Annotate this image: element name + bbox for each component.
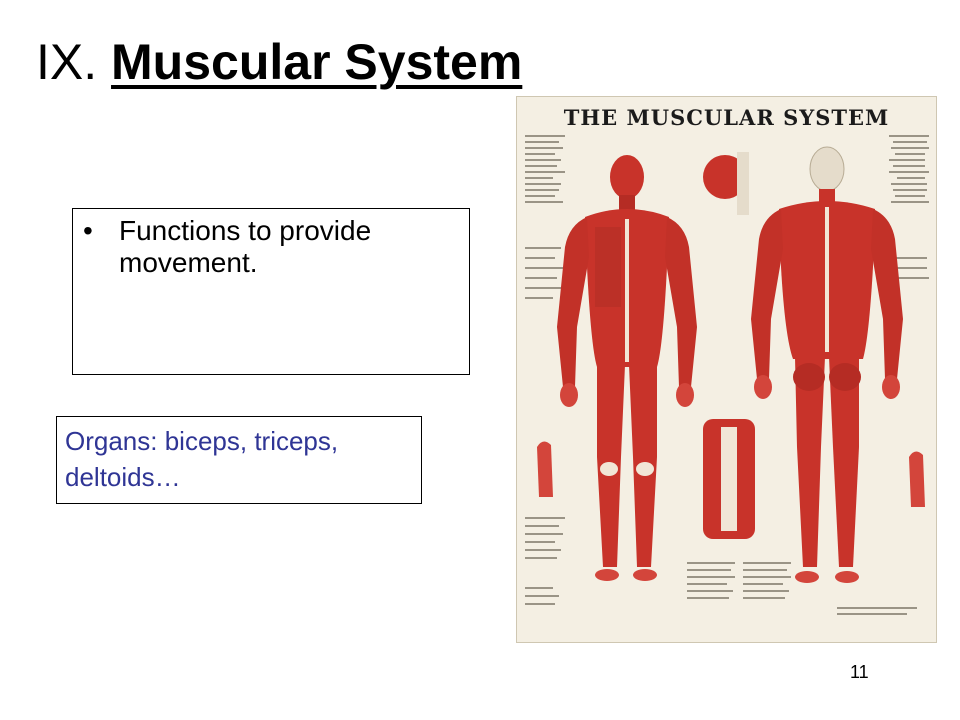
detail-insets bbox=[537, 152, 925, 539]
title-prefix: IX. bbox=[36, 34, 112, 90]
posterior-figure bbox=[751, 146, 903, 583]
poster-heading: THE MUSCULAR SYSTEM bbox=[563, 105, 890, 130]
slide-title: IX. Muscular System bbox=[36, 30, 522, 94]
anterior-figure bbox=[557, 155, 697, 581]
functions-box: • Functions to provide movement. bbox=[72, 208, 470, 375]
anatomy-illustration bbox=[525, 135, 929, 615]
bullet-dot: • bbox=[83, 215, 93, 246]
page-number: 11 bbox=[850, 662, 869, 682]
organs-box: Organs: biceps, triceps, deltoids… bbox=[56, 416, 422, 504]
muscular-system-poster: THE MUSCULAR SYSTEM bbox=[516, 96, 937, 643]
label-columns bbox=[525, 135, 929, 615]
organs-text: Organs: biceps, triceps, deltoids… bbox=[65, 426, 339, 492]
title-main: Muscular System bbox=[111, 34, 523, 90]
functions-text: Functions to provide movement. bbox=[119, 215, 372, 278]
